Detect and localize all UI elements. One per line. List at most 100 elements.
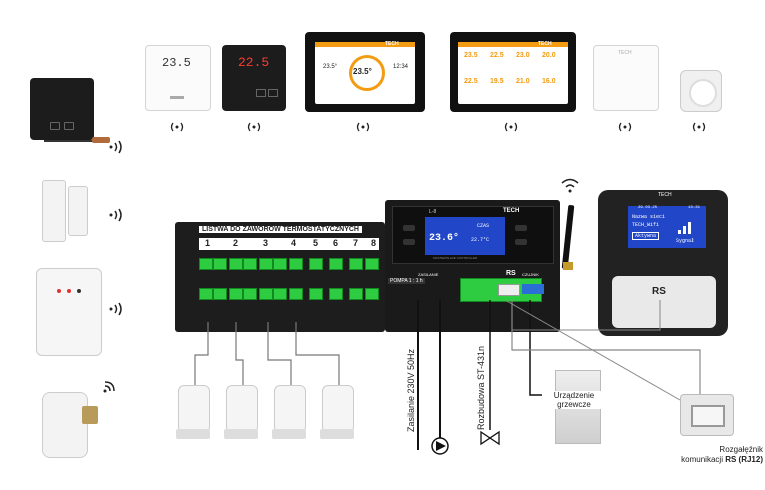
zone-number: 7 [353,238,359,248]
zone-number: 3 [263,238,269,248]
wifi-module-screen: 29.03.25 13:31 Nazwa sieci TECH_Wifi Akt… [628,206,706,248]
valve-icon [480,430,500,446]
zone-value: 21.0 [516,78,530,85]
panel-screen: TECH 23.5 22.5 23.0 20.0 22.5 19.5 21.0 … [458,41,568,104]
signal-bars-icon [678,218,696,234]
menu-button[interactable] [515,239,527,245]
splitter-caption-bold: RS (RJ12) [725,455,763,464]
button-icon [268,89,278,97]
actuator-wire [295,322,340,385]
white-room-regulator: 23.5 [145,45,211,111]
button-icon [50,122,60,130]
zone-number: 5 [313,238,319,248]
zone-value: 23.5 [464,52,478,59]
screen-time: 13:31 [688,206,701,210]
screen-line3: Aktywna [632,232,660,240]
wireless-repeater [36,268,102,356]
button-icon [256,89,266,97]
wireless-icon [502,120,520,134]
rs-wire [511,300,701,395]
splitter-caption-line1: Rozgałęźnik [719,445,763,454]
zone-value: 22.5 [490,52,504,59]
antenna-base [563,262,573,270]
brand-logo: TECH [618,50,632,56]
rj12-splitter [680,394,734,436]
rs-port-label: RS [652,286,666,297]
rs-connector-label: RS [506,270,516,277]
brand-logo: TECH [503,208,520,214]
blue-terminal-block [522,284,544,294]
thermostatic-valve-strip: LISTWA DO ZAWORÓW TERMOSTATYCZNYCH 1 2 3… [175,222,385,332]
module-rs-wire [512,300,661,331]
zone-value: 19.5 [490,78,504,85]
pump-connector-label: POMPA 1 : 1 h [388,278,425,284]
zone-value: 16.0 [542,78,556,85]
wifi-module-base [612,276,716,328]
wireless-icon [102,380,120,394]
panel-left-value: 23.5° [323,64,338,70]
thermal-actuator [266,385,312,441]
zone-value: 20.0 [542,52,556,59]
lcd-side-temp: 22.7°C [471,237,490,243]
wireless-valve-head [680,70,722,112]
menu-button[interactable] [403,225,415,231]
zone-number: 2 [233,238,239,248]
white-terminal-block [498,284,520,296]
supply-connector-label: ZASILANIE [418,272,439,277]
wireless-icon [245,120,263,134]
sensor-connector-label: CZUJNIK [522,272,539,277]
controller-subtext: MASTER/SLAVE CONTROLLER [433,256,478,260]
zone-number: 1 [205,238,211,248]
wireless-icon [690,120,708,134]
zone-labels: 1 2 3 4 5 6 7 8 [199,238,379,250]
splitter-caption-line2: komunikacji [681,455,723,464]
lcd-main-temp: 23.6° [429,233,460,244]
thermostat-display: 22.5 [238,55,270,70]
sensor-cable [44,140,104,142]
rs-wire-module [504,299,681,401]
brand-logo: TECH [385,41,399,47]
screen-date: 29.03.25 [638,206,658,210]
expansion-label: Rozbudowa ST-431n [476,345,486,430]
terminal-row-bottom [199,288,379,302]
controller-lcd: 23.6° CZAS 22.7°C [425,217,505,255]
wireless-icon [560,178,579,193]
thermal-actuator [218,385,264,441]
wifi-module-brand: TECH [658,192,672,198]
lcd-tag: CZAS [477,223,490,229]
thermal-actuator [314,385,360,441]
wireless-icon [108,302,126,316]
touch-panel-medium: TECH 23.5° 23.5° 12:34 [305,32,425,112]
menu-button[interactable] [515,225,527,231]
wireless-icon [108,140,126,154]
wifi-module: 29.03.25 13:31 Nazwa sieci TECH_Wifi Akt… [598,190,728,336]
panel-right-value: 12:34 [393,64,409,70]
brand-logo [170,96,184,99]
black-room-regulator-red: 22.5 [222,45,286,111]
sensor-probe [92,137,110,143]
rj12-port-icon [691,405,725,427]
actuator-wire [267,322,292,385]
thermostat-display: 23.5 [162,56,191,70]
button-icon [64,122,74,130]
splitter-caption: Rozgałęźnik komunikacji RS (RJ12) [653,445,763,465]
screen-line1: Nazwa sieci [632,214,666,220]
led-icon [77,289,81,293]
wireless-actuator [42,392,100,458]
controller-panel: L-8 TECH 23.6° CZAS 22.7°C MASTER/SLAVE … [392,206,554,264]
led-icon [57,289,61,293]
actuator-wire [235,322,244,385]
heating-device-label: Urządzenie grzewcze [542,391,606,409]
brand-logo: TECH [538,41,552,47]
wireless-icon [616,120,634,134]
white-panel-small: TECH [593,45,659,111]
wireless-icon [108,208,126,222]
zone-number: 8 [371,238,377,248]
menu-button[interactable] [403,239,415,245]
actuator-wire [194,322,209,385]
window-sensor [42,180,92,242]
thermal-actuator [170,385,216,441]
wireless-icon [354,120,372,134]
zone-number: 4 [291,238,297,248]
